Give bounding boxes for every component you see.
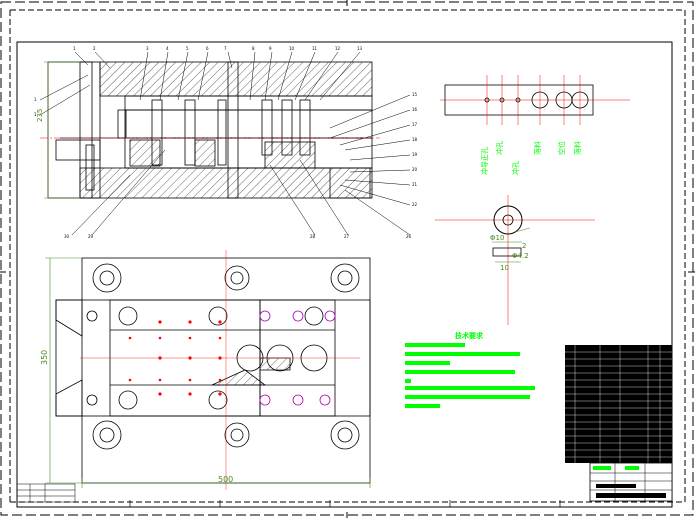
border-ticks bbox=[129, 500, 561, 507]
strip-station-labels: 冲导正孔 冲孔 冲孔 落料 空位 落料 bbox=[480, 141, 582, 175]
part-detail: Φ10 2 Φ4.2 10 bbox=[435, 195, 595, 325]
balloon-label: 9 bbox=[269, 46, 272, 51]
plan-width-label: 500 bbox=[218, 475, 233, 484]
station-label: 落料 bbox=[533, 141, 542, 155]
part-dim-inner: Φ4.2 bbox=[512, 252, 529, 260]
plan-view bbox=[55, 257, 371, 484]
balloon-label: 1 bbox=[73, 46, 76, 51]
plan-height-label: 350 bbox=[40, 350, 49, 365]
balloon-label: 5 bbox=[186, 46, 189, 51]
balloon-label: 4 bbox=[166, 46, 169, 51]
balloons-left: 1 1 bbox=[34, 97, 37, 117]
plan-dimensions bbox=[45, 257, 371, 488]
balloon-label: 1 bbox=[34, 97, 37, 102]
station-label: 落料 bbox=[573, 141, 582, 155]
balloon-label: 18 bbox=[412, 137, 418, 142]
balloon-label: 3 bbox=[146, 46, 149, 51]
balloons-top: 1 2 3 4 5 6 7 8 9 10 11 12 13 bbox=[73, 46, 363, 51]
station-label: 冲孔 bbox=[511, 161, 520, 175]
part-dim-side: 2 bbox=[522, 242, 526, 250]
balloon-label: 15 bbox=[412, 92, 418, 97]
balloon-label: 27 bbox=[344, 234, 350, 239]
balloons-right: 15 16 17 18 19 20 21 22 bbox=[412, 92, 418, 207]
balloon-label: 17 bbox=[412, 122, 418, 127]
balloon-label: 2 bbox=[93, 46, 96, 51]
balloon-label: 6 bbox=[206, 46, 209, 51]
balloon-label: 10 bbox=[289, 46, 295, 51]
tech-title: 技术要求 bbox=[455, 331, 484, 340]
balloon-label: 8 bbox=[252, 46, 255, 51]
plan-magenta-holes bbox=[259, 310, 336, 406]
balloon-label: 29 bbox=[88, 234, 94, 239]
part-dim-outer: Φ10 bbox=[490, 234, 504, 242]
station-label: 冲孔 bbox=[495, 141, 504, 155]
plan-centerlines bbox=[80, 250, 360, 490]
balloon-label: 12 bbox=[335, 46, 341, 51]
balloons-bottom: 30 29 28 27 26 bbox=[64, 234, 412, 239]
balloon-label: 1 bbox=[34, 112, 37, 117]
revision-table bbox=[16, 483, 76, 503]
section-height-label: 235 bbox=[36, 109, 44, 122]
station-label: 空位 bbox=[557, 141, 566, 155]
section-height-dimension bbox=[44, 61, 80, 199]
balloon-label: 16 bbox=[412, 107, 418, 112]
inner-border bbox=[16, 41, 673, 508]
balloon-label: 11 bbox=[312, 46, 318, 51]
title-block bbox=[565, 345, 673, 502]
part-dim-thickness: 10 bbox=[500, 264, 509, 272]
section-leaders bbox=[39, 51, 411, 236]
balloon-label: 22 bbox=[412, 202, 418, 207]
balloon-label: 30 bbox=[64, 234, 70, 239]
section-view bbox=[47, 61, 373, 199]
balloon-label: 28 bbox=[310, 234, 316, 239]
balloon-label: 13 bbox=[357, 46, 363, 51]
tech-requirements: 技术要求 bbox=[405, 331, 535, 408]
station-label: 冲导正孔 bbox=[480, 147, 489, 175]
strip-layout: 冲导正孔 冲孔 冲孔 落料 空位 落料 bbox=[440, 75, 630, 175]
balloon-label: 20 bbox=[412, 167, 418, 172]
balloon-label: 26 bbox=[406, 234, 412, 239]
balloon-label: 21 bbox=[412, 182, 418, 187]
balloon-label: 19 bbox=[412, 152, 418, 157]
balloon-label: 7 bbox=[224, 46, 227, 51]
